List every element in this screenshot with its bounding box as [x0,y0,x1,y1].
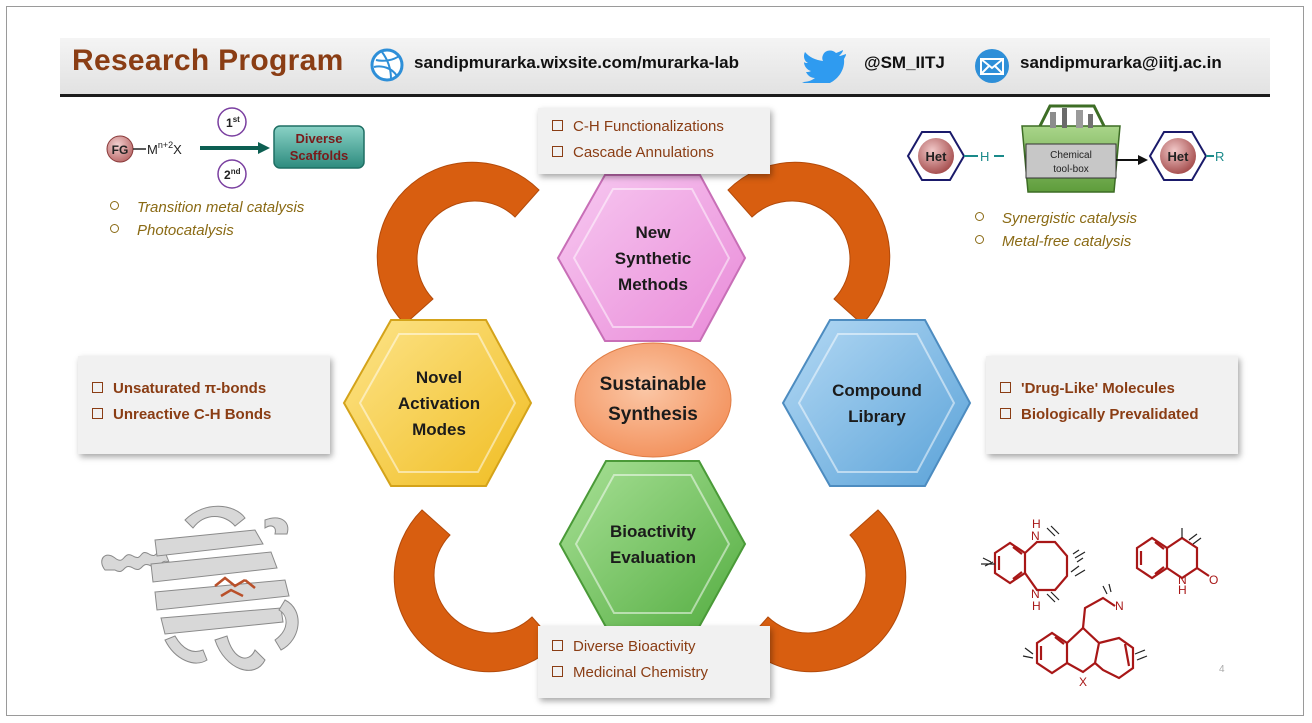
hex-right-label: Compound Library [804,378,950,430]
hex-bottom-line-2: Evaluation [610,548,696,567]
hexagon-left-shape [342,319,533,487]
box-right: 'Drug-Like' Molecules Biologically Preva… [986,356,1238,454]
box-bottom-item: Medicinal Chemistry [552,660,770,686]
circle-bullet-icon [110,224,119,233]
arc-top-right [727,161,891,325]
email-address[interactable]: sandipmurarka@iitj.ac.in [1020,53,1222,72]
hex-top-line-2: Synthetic [614,249,692,268]
hex-left-line-3: Modes [412,420,466,439]
checkbox-icon [552,120,563,131]
twitter-handle[interactable]: @SM_IITJ [864,53,945,72]
header-bar [60,38,1270,97]
hex-left-line-1: Novel [415,368,463,387]
slide-frame [6,6,1304,716]
top-left-bullet: Photocatalysis [110,222,234,239]
atom-h-3: H [1178,583,1187,597]
arc-top-left [376,161,540,325]
diverse-scaffolds-box [273,125,365,169]
page-title: Research Program [72,44,344,77]
hexagon-right-shape [781,319,972,487]
email-icon[interactable] [974,48,1010,84]
het-left-label: Het [926,149,948,164]
atom-n-3: N [1178,573,1187,587]
protein-structure-image [101,505,299,671]
box-left: Unsaturated π-bonds Unreactive C-H Bonds [78,356,330,454]
checkbox-icon [1000,382,1011,393]
box-top-item: C-H Functionalizations [552,114,770,140]
checkbox-icon [92,408,103,419]
h-label: H [980,149,989,164]
atom-n-4: N [1115,599,1124,613]
hex-bottom-line-1: Bioactivity [610,522,696,541]
dribbble-icon[interactable] [370,48,404,82]
box-left-item: Unreactive C-H Bonds [92,402,330,428]
top-right-bullet: Synergistic catalysis [975,210,1137,227]
top-right-bullet: Metal-free catalysis [975,233,1131,250]
center-label: Sustainable Synthesis [573,370,733,430]
atom-x: X [1079,675,1087,689]
checkbox-icon [92,382,103,393]
first-step-circle [217,107,247,137]
top-right-scheme: Het H Chemical tool-box Het R [906,104,1224,193]
center-line-1: Sustainable [599,374,707,395]
second-step-label: 2nd [224,167,241,182]
toolbox-line-2: tool-box [1053,164,1089,175]
box-bottom: Diverse Bioactivity Medicinal Chemistry [538,626,770,698]
circle-bullet-icon [975,212,984,221]
box-bottom-item: Diverse Bioactivity [552,634,770,660]
box-right-item: Biologically Prevalidated [1000,402,1238,428]
atom-h-1: H [1032,517,1041,531]
atom-n-1: N [1031,529,1040,543]
checkbox-icon [552,146,563,157]
diverse-scaffolds-line-2: Scaffolds [290,148,349,163]
hex-left-label: Novel Activation Modes [366,365,512,443]
cycle-arcs [376,161,907,673]
center-ellipse [574,342,732,458]
checkbox-icon [552,666,563,677]
page-number: 4 [1219,664,1225,675]
het-right-label: Het [1168,149,1190,164]
metal-label: Mn+2X [147,140,182,157]
top-left-bullet: Transition metal catalysis [110,199,304,216]
atom-n-2: N [1031,587,1040,601]
hex-top-label: New Synthetic Methods [580,220,726,298]
hex-right-line-1: Compound [832,381,922,400]
circle-bullet-icon [110,201,119,210]
molecules-image: N H N H H N O N X [981,517,1218,689]
box-right-item: 'Drug-Like' Molecules [1000,376,1238,402]
checkbox-icon [1000,408,1011,419]
circle-bullet-icon [975,235,984,244]
hex-right-line-2: Library [848,407,906,426]
fg-label: FG [112,143,129,157]
hexagon-top-shape [556,174,747,342]
hex-top-line-3: Methods [618,275,688,294]
website-link[interactable]: sandipmurarka.wixsite.com/murarka-lab [414,53,740,72]
hex-left-line-2: Activation [397,394,481,413]
checkbox-icon [552,640,563,651]
r-label: R [1215,149,1224,164]
diverse-scaffolds-line-1: Diverse [296,131,343,146]
hex-top-line-1: New [635,223,671,242]
twitter-icon[interactable] [802,49,848,83]
hex-bottom-label: Bioactivity Evaluation [580,519,726,571]
top-left-scheme: FG Mn+2X 1st 2nd Diverse Scaffolds [106,107,365,189]
box-top-item: Cascade Annulations [552,140,770,166]
box-left-item: Unsaturated π-bonds [92,376,330,402]
center-line-2: Synthesis [608,404,698,425]
box-top: C-H Functionalizations Cascade Annulatio… [538,108,770,174]
second-step-circle [217,159,247,189]
atom-h-2: H [1032,599,1041,613]
arc-bottom-left [393,509,557,673]
toolbox-line-1: Chemical [1050,150,1092,161]
atom-o: O [1209,573,1218,587]
first-step-label: 1st [226,115,240,130]
